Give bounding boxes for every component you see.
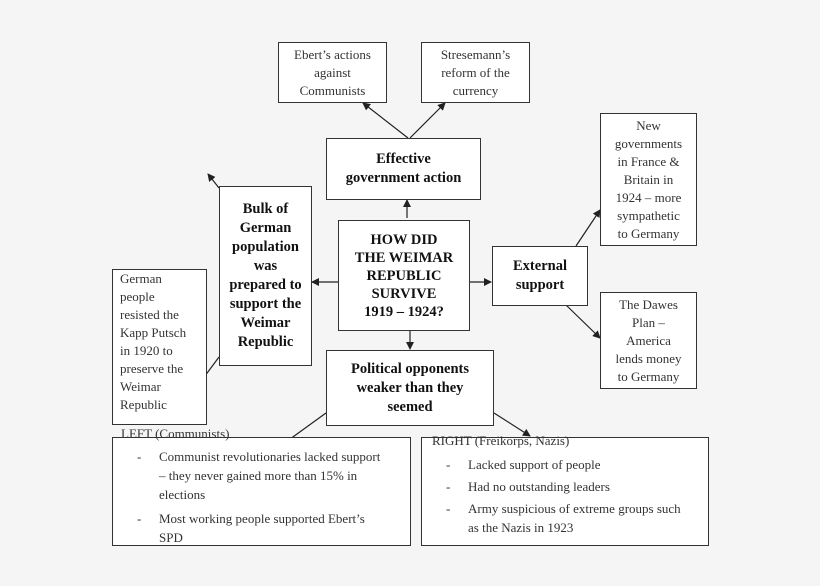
- external-support-box: External support: [492, 246, 588, 306]
- german-people-text: German people resisted the Kapp Putsch i…: [120, 271, 187, 412]
- left-communists-list: - Communist revolutionaries lacked suppo…: [137, 447, 410, 547]
- arrow-effective-to-ebert: [362, 102, 409, 139]
- effective-government-action-text: Effective government action: [345, 151, 462, 186]
- political-opponents-text: Political opponents weaker than they see…: [350, 360, 470, 415]
- ebert-actions-box: Ebert’s actions against Communists: [278, 42, 387, 103]
- list-item: - Communist revolutionaries lacked suppo…: [137, 449, 381, 502]
- list-item: - Had no outstanding leaders: [446, 479, 610, 494]
- arrow-bulk-up: [207, 173, 220, 189]
- effective-government-action-box: Effective government action: [326, 138, 481, 200]
- new-governments-box: New governments in France & Britain in 1…: [600, 113, 697, 246]
- arrow-effective-to-stresemann: [409, 102, 446, 139]
- new-governments-text: New governments in France & Britain in 1…: [614, 117, 683, 241]
- bulk-population-text: Bulk of German population was prepared t…: [229, 201, 302, 350]
- list-item: - Lacked support of people: [446, 457, 601, 472]
- central-question-text: HOW DID THE WEIMAR REPUBLIC SURVIVE 1919…: [354, 231, 454, 320]
- stresemann-reform-text: Stresemann’s reform of the currency: [440, 46, 511, 98]
- arrow-external-to-dawes: [565, 304, 601, 339]
- left-communists-box: - Communist revolutionaries lacked suppo…: [112, 437, 411, 546]
- dawes-plan-box: The Dawes Plan – America lends money to …: [600, 292, 697, 389]
- arrow-political-to-right: [493, 412, 531, 437]
- bulk-population-box: Bulk of German population was prepared t…: [219, 186, 312, 366]
- central-question-box: HOW DID THE WEIMAR REPUBLIC SURVIVE 1919…: [338, 220, 470, 331]
- right-heading: RIGHT (Freikorps, Nazis): [432, 433, 570, 448]
- list-item: - Most working people supported Ebert’s …: [137, 511, 365, 545]
- left-heading: LEFT (Communists): [121, 426, 230, 441]
- stresemann-reform-box: Stresemann’s reform of the currency: [421, 42, 530, 103]
- ebert-actions-text: Ebert’s actions against Communists: [294, 46, 371, 98]
- german-people-box: German people resisted the Kapp Putsch i…: [112, 269, 207, 425]
- political-opponents-box: Political opponents weaker than they see…: [326, 350, 494, 426]
- list-item: - Army suspicious of extreme groups such…: [446, 501, 681, 535]
- right-nazis-list: - Lacked support of people - Had no outs…: [446, 455, 708, 537]
- right-nazis-box: - Lacked support of people - Had no outs…: [421, 437, 709, 546]
- arrow-external-to-new-governments: [575, 209, 601, 247]
- dawes-plan-text: The Dawes Plan – America lends money to …: [615, 296, 682, 384]
- external-support-text: External support: [513, 258, 567, 293]
